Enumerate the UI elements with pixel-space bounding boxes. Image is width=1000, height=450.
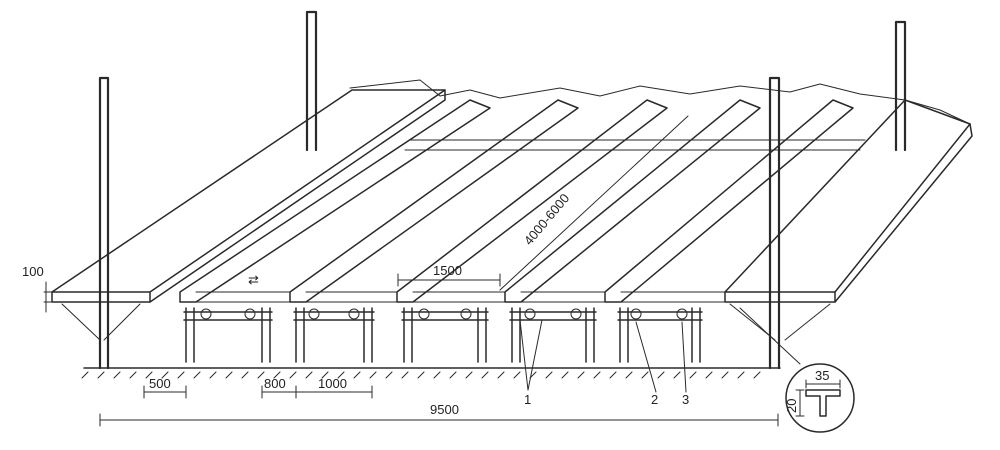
detail-height-label: 20 [784, 399, 799, 413]
ground-line [81, 367, 781, 379]
lower-clear-label: 1000 [318, 376, 347, 391]
thickness-dimension: 100 [22, 264, 53, 313]
bed-width-label: 1500 [433, 263, 462, 278]
lower-spacing-label: 800 [264, 376, 286, 391]
bed-length-dimension: 4000-6000 [499, 115, 689, 291]
callout-1: 1 [524, 392, 531, 407]
callout-3: 3 [682, 392, 689, 407]
bed-width-dimension: 1500 [397, 263, 501, 287]
detail-width-label: 35 [815, 368, 829, 383]
callout-leaders: 1 2 3 [519, 319, 689, 407]
frame-offset-label: 500 [149, 376, 171, 391]
columns [98, 10, 907, 370]
background-edge [349, 79, 971, 125]
lower-dimensions: 500 800 1000 [143, 376, 373, 399]
overall-dimension: 9500 [99, 402, 779, 427]
support-tables [183, 307, 703, 363]
profile-detail: 35 20 [739, 307, 855, 433]
thickness-label: 100 [22, 264, 44, 279]
left-platform [51, 89, 446, 341]
callout-2: 2 [651, 392, 658, 407]
right-platform [724, 99, 973, 341]
overall-width-label: 9500 [430, 402, 459, 417]
motion-arrows: ⇄ [248, 272, 259, 287]
forming-beds [179, 99, 866, 303]
